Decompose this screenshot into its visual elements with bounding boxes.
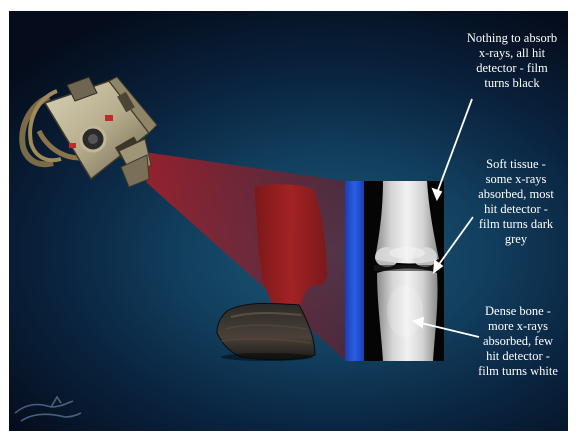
xray-film-icon <box>364 181 444 361</box>
hoof <box>217 303 315 359</box>
annotation-no-absorption: Nothing to absorb x-rays, all hit detect… <box>447 31 568 91</box>
annotation-soft-tissue: Soft tissue - some x-rays absorbed, most… <box>459 157 568 247</box>
diagram-background: Nothing to absorb x-rays, all hit detect… <box>9 11 568 431</box>
greyhound-logo-icon <box>15 397 81 421</box>
annotation-dense-bone: Dense bone - more x-rays absorbed, few h… <box>461 304 568 379</box>
xray-machine-icon <box>22 77 157 187</box>
detector-plate-icon <box>345 181 364 361</box>
